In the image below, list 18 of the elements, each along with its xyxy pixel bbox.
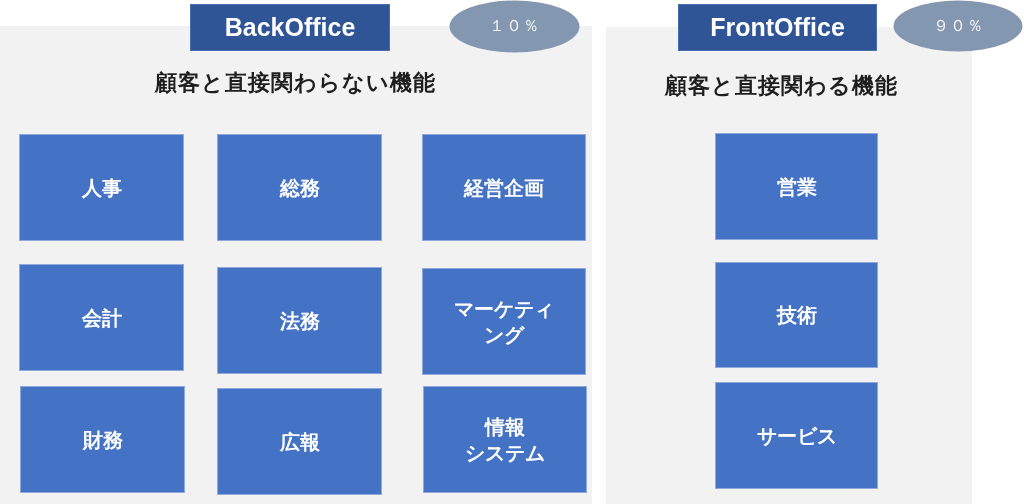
- title-box: FrontOffice: [678, 4, 877, 51]
- function-box: 法務: [217, 267, 382, 374]
- function-box: マーケティング: [422, 268, 586, 375]
- function-box: 総務: [217, 134, 382, 241]
- function-box: 情報システム: [423, 386, 587, 493]
- function-box: 技術: [715, 262, 878, 368]
- title-box: BackOffice: [190, 4, 390, 51]
- panel-heading: 顧客と直接関わらない機能: [154, 69, 436, 97]
- percent-ellipse: １０％: [449, 0, 580, 53]
- function-box: サービス: [715, 382, 878, 489]
- function-box: 経営企画: [422, 134, 586, 241]
- function-box: 財務: [20, 386, 185, 493]
- function-box: 人事: [19, 134, 184, 241]
- function-box: 広報: [217, 388, 382, 495]
- function-box: 営業: [715, 133, 878, 240]
- panel-heading: 顧客と直接関わる機能: [664, 72, 898, 100]
- percent-ellipse: ９０％: [893, 0, 1023, 52]
- function-box: 会計: [19, 264, 184, 371]
